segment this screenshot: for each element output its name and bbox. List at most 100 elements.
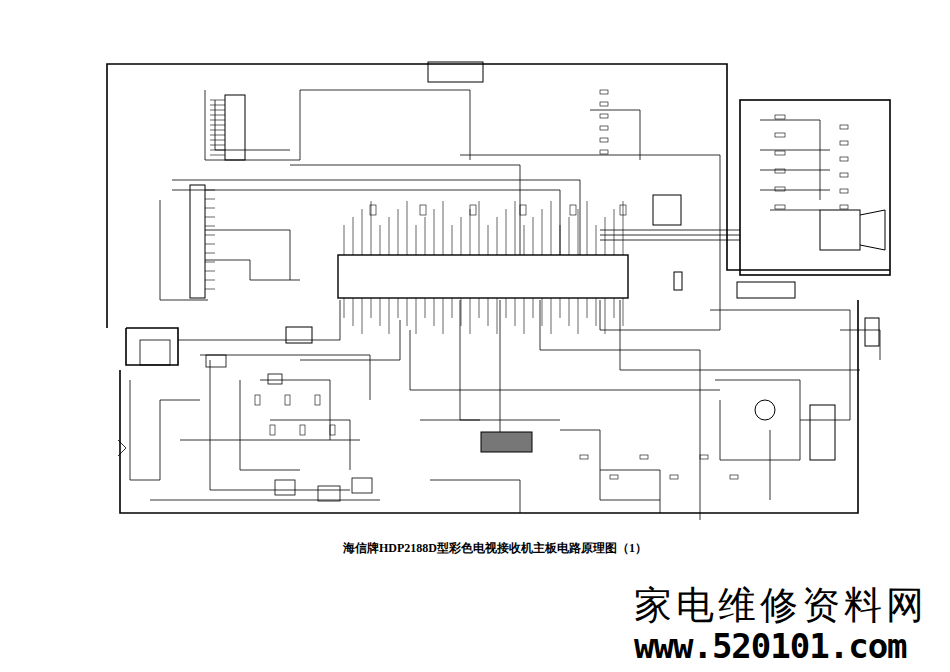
component-symbol [775,133,785,137]
pin-line [416,225,417,255]
pin-line [578,298,579,334]
component-symbol [775,151,785,155]
pin-line [371,201,372,255]
pin-line [614,298,615,318]
pin-line [605,217,606,255]
pin-line [434,298,435,326]
component-symbol [840,189,848,193]
pin-line [380,298,381,326]
pin-line [362,298,363,334]
pin-line [461,217,462,255]
small-components [255,90,848,479]
ic-packages [190,62,885,460]
component-symbol [330,425,335,435]
component-symbol [620,205,626,215]
component-symbol [775,205,785,209]
figure-caption: 海信牌HDP2188D型彩色电视接收机主板电路原理图（1） [343,540,647,557]
pin-line [443,201,444,255]
pin-line [515,298,516,326]
pin-line [425,217,426,255]
component-symbol [600,138,608,142]
component-symbol [600,114,608,118]
pin-line [488,225,489,255]
component-symbol [700,455,708,459]
component-symbol [600,102,608,106]
component-symbol [300,425,305,435]
pin-line [533,217,534,255]
pin-line [210,135,225,136]
pin-line [470,298,471,334]
pin-line [497,217,498,255]
pin-line [452,225,453,255]
pin-line [205,208,215,209]
component-symbol [520,205,526,215]
component-symbol [840,125,848,129]
component-symbol [840,205,848,209]
component-symbol [600,126,608,130]
pin-line [205,217,215,218]
pin-line [344,225,345,255]
pin-line [205,289,215,290]
pin-line [614,209,615,255]
pin-line [524,298,525,334]
pin-line [542,298,543,326]
pin-line [551,298,552,334]
pin-line [524,225,525,255]
component-symbol [730,475,738,479]
pin-line [205,199,215,200]
component-symbol [600,150,608,154]
pin-line [623,298,624,326]
component-symbol [270,425,275,435]
pin-line [488,298,489,326]
component-symbol [570,205,576,215]
pin-line [569,298,570,326]
pin-line [353,298,354,326]
pin-line [362,209,363,255]
pin-line [205,280,215,281]
component-symbol [580,455,588,459]
pin-line [506,298,507,318]
pin-line [389,298,390,334]
pin-line [587,201,588,255]
pin-line [407,298,408,326]
component-symbol [370,205,376,215]
pin-line [425,298,426,318]
pin-line [210,110,225,111]
watermark-url: www.520101.com [634,626,907,666]
pin-line [398,298,399,318]
pin-line [560,298,561,318]
pin-line [344,298,345,318]
pin-line [210,155,225,156]
pin-line [497,298,498,334]
pin-line [210,115,225,116]
power-section [118,340,380,501]
component-symbol [255,395,260,405]
pin-line [205,253,215,254]
pin-line [407,201,408,255]
pin-line [210,145,225,146]
component-symbol [600,90,608,94]
pin-line [587,298,588,318]
component-symbol [840,173,848,177]
pin-line [470,209,471,255]
component-symbol [470,205,476,215]
pin-line [205,190,215,191]
pin-line [205,271,215,272]
component-symbol [840,141,848,145]
pin-line [596,225,597,255]
pin-line [389,217,390,255]
pin-line [416,298,417,334]
pin-line [205,235,215,236]
component-symbol [640,455,648,459]
pin-line [506,209,507,255]
pin-line [371,298,372,318]
pin-line [479,201,480,255]
pin-line [623,201,624,255]
pin-line [434,209,435,255]
pin-line [205,262,215,263]
pin-line [560,225,561,255]
pin-line [210,120,225,121]
signal-wires [160,90,880,520]
